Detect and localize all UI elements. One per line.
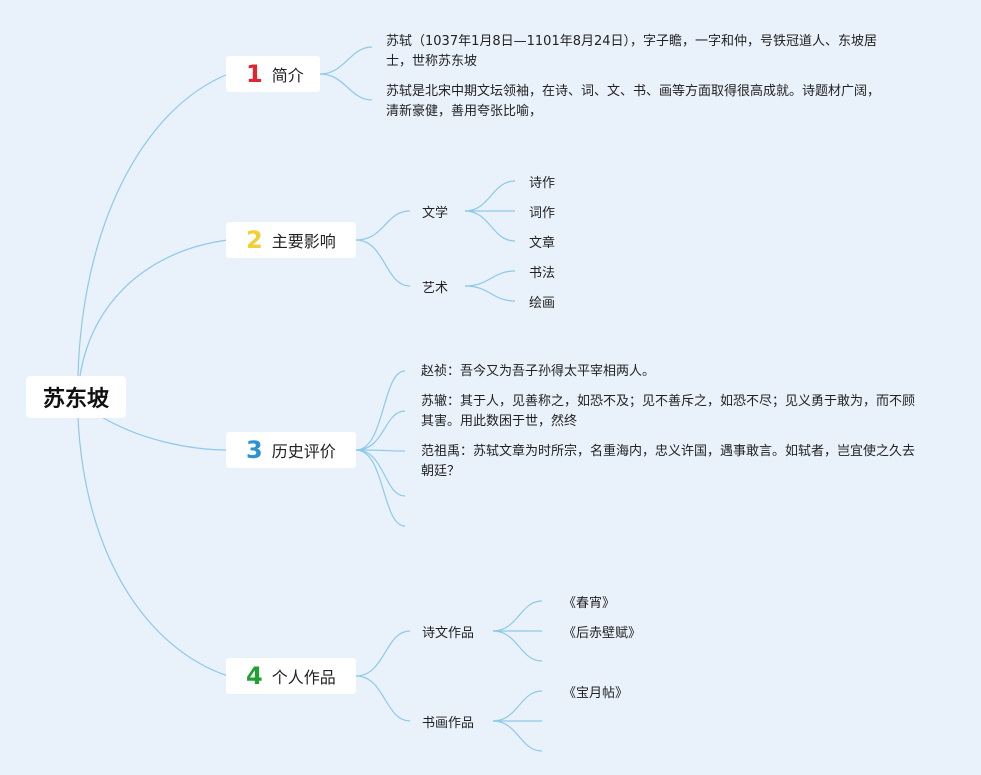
line-b1-p2: [319, 73, 373, 101]
line-root-b2: [79, 239, 229, 377]
number-1-icon: 1: [246, 60, 263, 88]
line-g2-i1: [464, 270, 516, 287]
branch-node-intro[interactable]: 1 简介: [226, 56, 320, 92]
line-b1-p1: [319, 46, 373, 75]
root-title: 苏东坡: [42, 387, 109, 412]
branch-label: 简介: [271, 66, 304, 85]
group-label-poetry-works[interactable]: 诗文作品: [422, 626, 475, 641]
branch-node-works[interactable]: 4 个人作品: [226, 658, 356, 694]
number-2-icon: 2: [246, 226, 263, 254]
branch-label: 历史评价: [271, 442, 336, 461]
branch-label: 个人作品: [271, 668, 336, 687]
group-label-art[interactable]: 艺术: [422, 281, 449, 296]
intro-paragraph-1: 苏轼（1037年1月8日—1101年8月24日），字子瞻，一字和仲，号铁冠道人、…: [386, 34, 878, 69]
line-b3-q2: [355, 410, 406, 451]
line-root-b3: [99, 415, 229, 451]
leaf-label[interactable]: 《春宵》: [563, 596, 616, 611]
quote-fan-zuyu: 范祖禹：苏轼文章为时所宗，名重海内，忠义许国，遇事敢言。如轼者，岂宜使之久去朝廷…: [421, 444, 916, 479]
branch-node-evaluation[interactable]: 3 历史评价: [226, 432, 356, 468]
line-g1-i3: [464, 210, 516, 242]
leaf-label[interactable]: 词作: [529, 206, 556, 221]
line-g2-i2: [464, 285, 516, 302]
line-b2-g2: [355, 239, 411, 287]
line-b4-g2: [355, 675, 411, 722]
line-b3-q1: [355, 370, 406, 451]
leaf-label[interactable]: 《后赤壁赋》: [563, 626, 642, 641]
line-b4-g1: [355, 630, 411, 677]
line-b2-g1: [355, 210, 411, 241]
number-3-icon: 3: [246, 436, 263, 464]
group-label-literature[interactable]: 文学: [422, 206, 449, 221]
line-b3-q3: [355, 449, 406, 452]
root-node[interactable]: 苏东坡: [26, 376, 126, 418]
leaf-label[interactable]: 文章: [529, 236, 556, 251]
leaf-label[interactable]: 绘画: [529, 296, 556, 311]
line-g4-i3: [492, 720, 543, 752]
line-g3-i1: [492, 600, 543, 632]
group-label-painting-works[interactable]: 书画作品: [422, 716, 475, 731]
line-root-b4: [77, 417, 229, 677]
line-b3-e1: [355, 449, 406, 497]
quote-zhao-zhen: 赵祯：吾今又为吾子孙得太平宰相两人。: [421, 364, 656, 379]
line-g4-i1: [492, 690, 543, 722]
branch-label: 主要影响: [271, 232, 336, 251]
line-g1-i1: [464, 180, 516, 212]
line-root-b1: [77, 73, 229, 377]
line-b3-e2: [355, 449, 406, 527]
branch-node-influence[interactable]: 2 主要影响: [226, 222, 356, 258]
intro-paragraph-2: 苏轼是北宋中期文坛领袖，在诗、词、文、书、画等方面取得很高成就。诗题材广阔，清新…: [386, 84, 881, 119]
number-4-icon: 4: [246, 662, 263, 690]
line-g3-i3: [492, 630, 543, 662]
leaf-label[interactable]: 诗作: [529, 176, 556, 191]
leaf-label[interactable]: 书法: [529, 266, 556, 281]
quote-su-zhe: 苏辙：其于人，见善称之，如恐不及；见不善斥之，如恐不尽；见义勇于敢为，而不顾其害…: [421, 394, 916, 429]
leaf-label[interactable]: 《宝月帖》: [563, 686, 629, 701]
